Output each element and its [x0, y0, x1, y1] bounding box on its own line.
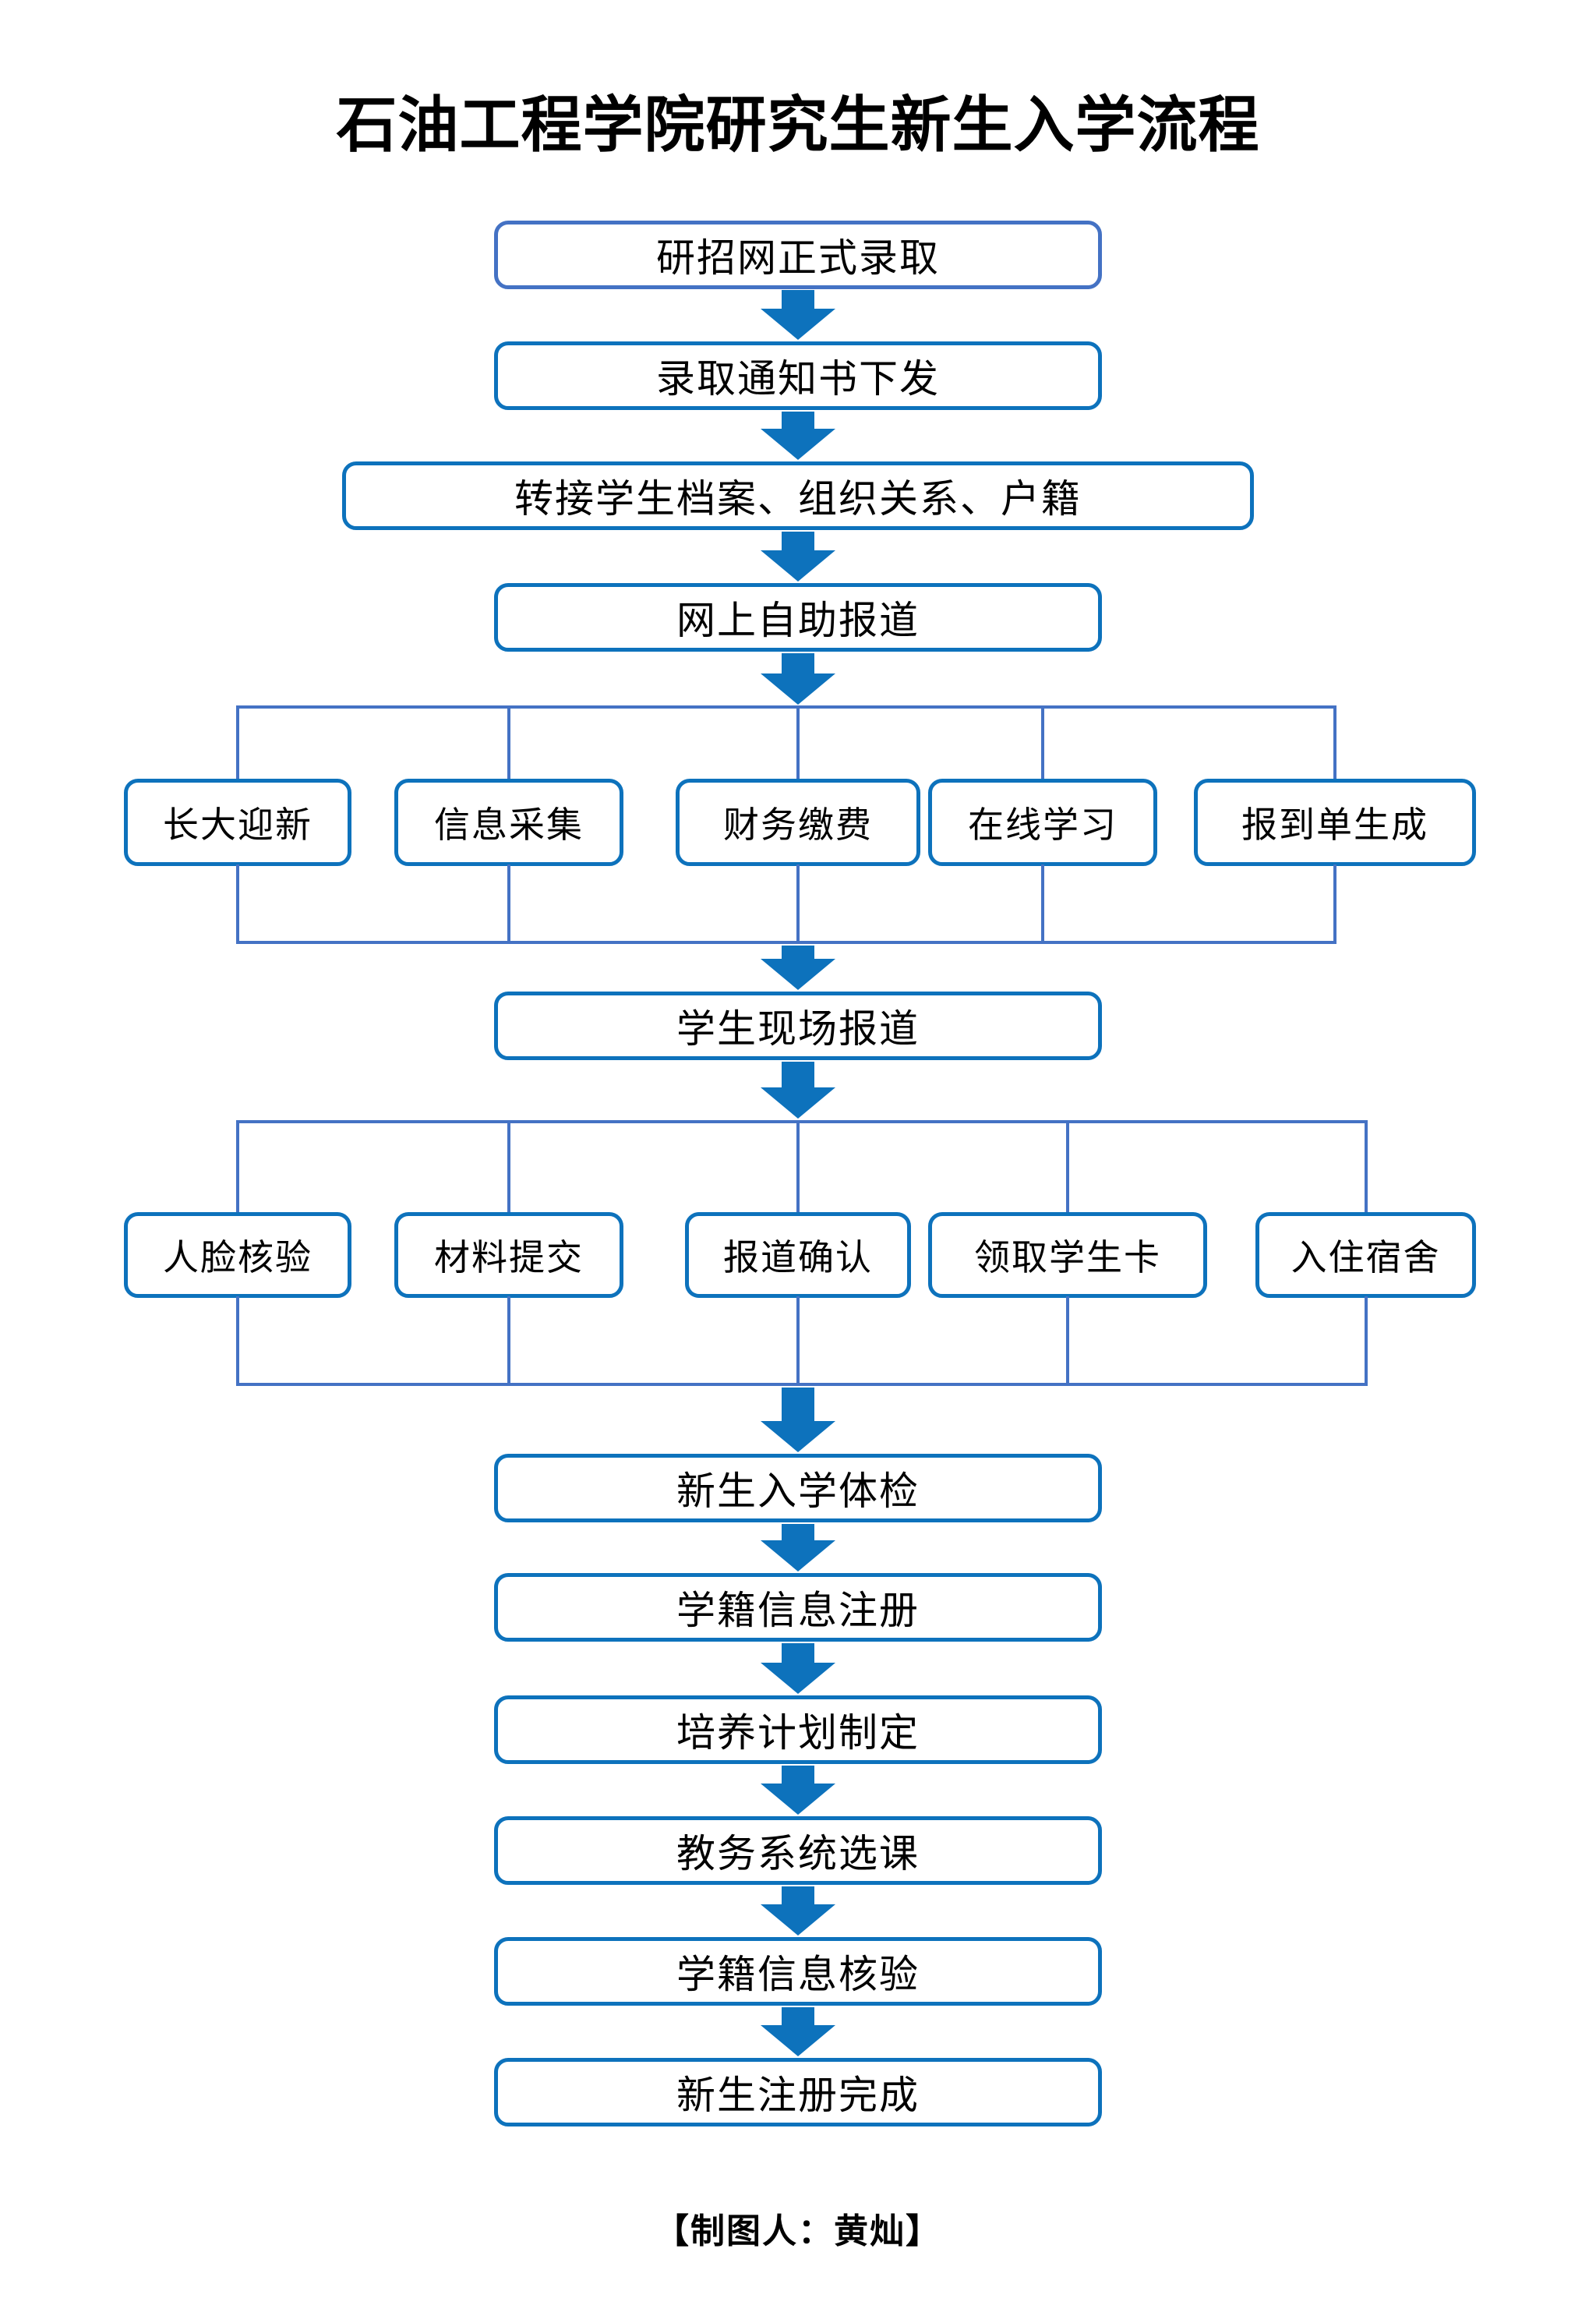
- group1-col-3: 财务缴费: [676, 705, 920, 944]
- arrow-shaft: [782, 1388, 814, 1421]
- connector-vline: [507, 705, 510, 780]
- step-box-5: 学生现场报道: [494, 992, 1102, 1060]
- connector-vline: [507, 1120, 510, 1214]
- group2-box-1: 人脸核验: [124, 1212, 351, 1298]
- arrow-shaft: [782, 412, 814, 429]
- connector-vline: [236, 1296, 239, 1386]
- down-arrow-4: [761, 653, 835, 705]
- down-arrow-8: [761, 1524, 835, 1571]
- arrow-shaft: [782, 1643, 814, 1663]
- step-box-2: 录取通知书下发: [494, 341, 1102, 410]
- connector-vline: [507, 864, 510, 944]
- connector-vline: [1041, 705, 1044, 780]
- group1-col-4: 在线学习: [928, 705, 1157, 944]
- arrow-shaft: [782, 1766, 814, 1784]
- down-arrow-7: [761, 1388, 835, 1452]
- step-box-10: 学籍信息核验: [494, 1937, 1102, 2006]
- down-arrow-10: [761, 1766, 835, 1815]
- arrow-head: [761, 1087, 835, 1119]
- connector-vline: [1364, 1120, 1368, 1214]
- arrow-shaft: [782, 946, 814, 959]
- connector-vline: [1066, 1120, 1069, 1214]
- connector-vline: [1066, 1296, 1069, 1386]
- down-arrow-11: [761, 1886, 835, 1936]
- down-arrow-9: [761, 1643, 835, 1694]
- step-box-1: 研招网正式录取: [494, 221, 1102, 289]
- arrow-head: [761, 673, 835, 705]
- arrow-head: [761, 309, 835, 340]
- group1-box-2: 信息采集: [394, 779, 623, 866]
- group2-col-4: 领取学生卡: [928, 1120, 1207, 1386]
- arrow-head: [761, 959, 835, 990]
- connector-vline: [236, 864, 239, 944]
- connector-vline: [796, 705, 800, 780]
- down-arrow-5: [761, 946, 835, 990]
- group1-col-2: 信息采集: [394, 705, 623, 944]
- parallel-group-1: 长大迎新 信息采集 财务缴费 在线学习 报到单生成: [0, 705, 1596, 944]
- arrow-shaft: [782, 653, 814, 673]
- arrow-head: [761, 1784, 835, 1815]
- arrow-head: [761, 1663, 835, 1694]
- arrow-head: [761, 550, 835, 582]
- step-box-7: 学籍信息注册: [494, 1573, 1102, 1642]
- arrow-head: [761, 1421, 835, 1452]
- connector-vline: [507, 1296, 510, 1386]
- connector-vline: [1333, 864, 1336, 944]
- down-arrow-2: [761, 412, 835, 460]
- arrow-head: [761, 429, 835, 460]
- group1-col-5: 报到单生成: [1194, 705, 1476, 944]
- arrow-shaft: [782, 532, 814, 550]
- arrow-shaft: [782, 2007, 814, 2025]
- author-caption: 【制图人：黄灿】: [655, 2212, 941, 2250]
- connector-vline: [796, 864, 800, 944]
- down-arrow-1: [761, 290, 835, 340]
- connector-bottom-line: [238, 941, 1335, 944]
- step-box-3: 转接学生档案、组织关系、户籍: [342, 461, 1254, 530]
- group1-box-3: 财务缴费: [676, 779, 920, 866]
- connector-vline: [236, 1120, 239, 1214]
- connector-vline: [796, 1120, 800, 1214]
- group2-col-5: 入住宿舍: [1255, 1120, 1476, 1386]
- down-arrow-6: [761, 1062, 835, 1119]
- group1-box-1: 长大迎新: [124, 779, 351, 866]
- connector-vline: [1333, 705, 1336, 780]
- arrow-head: [761, 1540, 835, 1571]
- arrow-head: [761, 1904, 835, 1936]
- connector-top-line: [238, 705, 1335, 709]
- arrow-shaft: [782, 1062, 814, 1087]
- arrow-shaft: [782, 1524, 814, 1540]
- group2-col-2: 材料提交: [394, 1120, 623, 1386]
- group1-col-1: 长大迎新: [124, 705, 351, 944]
- group1-box-5: 报到单生成: [1194, 779, 1476, 866]
- group2-box-4: 领取学生卡: [928, 1212, 1207, 1298]
- connector-vline: [796, 1296, 800, 1386]
- connector-top-line: [238, 1120, 1365, 1123]
- group2-col-1: 人脸核验: [124, 1120, 351, 1386]
- connector-vline: [1041, 864, 1044, 944]
- group2-box-3: 报道确认: [685, 1212, 911, 1298]
- step-box-6: 新生入学体检: [494, 1454, 1102, 1522]
- group2-box-5: 入住宿舍: [1255, 1212, 1476, 1298]
- group2-col-3: 报道确认: [685, 1120, 911, 1386]
- parallel-group-2: 人脸核验 材料提交 报道确认 领取学生卡 入住宿舍: [0, 1120, 1596, 1386]
- down-arrow-12: [761, 2007, 835, 2056]
- page-title: 石油工程学院研究生新生入学流程: [336, 90, 1260, 159]
- group1-box-4: 在线学习: [928, 779, 1157, 866]
- step-box-9: 教务系统选课: [494, 1816, 1102, 1885]
- connector-vline: [236, 705, 239, 780]
- group2-box-2: 材料提交: [394, 1212, 623, 1298]
- step-box-8: 培养计划制定: [494, 1695, 1102, 1764]
- connector-bottom-line: [238, 1383, 1365, 1386]
- step-box-4: 网上自助报道: [494, 583, 1102, 652]
- arrow-shaft: [782, 1886, 814, 1904]
- step-box-11: 新生注册完成: [494, 2058, 1102, 2126]
- down-arrow-3: [761, 532, 835, 582]
- arrow-shaft: [782, 290, 814, 309]
- connector-vline: [1364, 1296, 1368, 1386]
- arrow-head: [761, 2025, 835, 2056]
